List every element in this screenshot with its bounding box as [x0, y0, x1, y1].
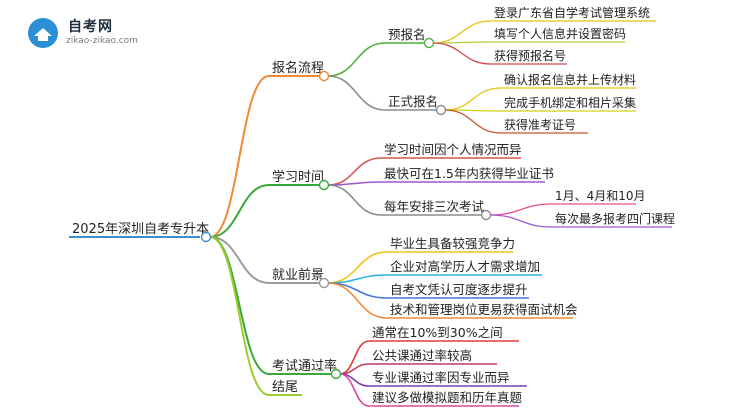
connector-line: [209, 184, 270, 238]
branch-2: 学习时间: [272, 169, 324, 185]
branch-4-node-3: 专业课通过率因专业而异: [372, 370, 510, 385]
branch-2-node-2: 最快可在1.5年内获得毕业证书: [384, 166, 554, 181]
branch-5: 结尾: [272, 380, 298, 395]
connector-line: [327, 42, 386, 77]
connector-line: [432, 42, 492, 65]
node-connector-dot: [318, 70, 330, 82]
connector-line: [339, 373, 370, 407]
leaf-0-1-2: 完成手机绑定和相片采集: [504, 95, 636, 110]
connector-line: [327, 157, 382, 186]
connector-line: [209, 236, 270, 396]
branch-3-node-1: 毕业生具备较强竞争力: [390, 236, 515, 251]
branch-2-node-1: 学习时间因个人情况而异: [384, 142, 522, 157]
branch-4-node-4: 建议多做模拟题和历年真题: [372, 390, 523, 405]
node-connector-dot: [480, 209, 492, 221]
connector-line: [209, 75, 270, 238]
connector-line: [209, 236, 270, 284]
branch-1-node-1: 预报名: [388, 27, 426, 42]
connector-line: [209, 236, 270, 375]
node-connector-dot: [318, 179, 330, 191]
connector-line: [444, 109, 502, 134]
leaf-0-0-3: 获得预报名号: [494, 48, 566, 63]
branch-3: 就业前景: [272, 267, 324, 283]
branch-3-node-3: 自考文凭认可度逐步提升: [390, 282, 528, 297]
leaf-0-1-3: 获得准考证号: [504, 117, 576, 132]
connector-line: [432, 20, 492, 44]
branch-1: 报名流程: [272, 60, 324, 76]
root-node: 2025年深圳自考专升本: [72, 222, 209, 237]
site-logo[interactable]: 自考网 zikao-zikao.com: [28, 14, 148, 50]
logo-subtitle: zikao-zikao.com: [66, 36, 138, 46]
node-connector-dot: [423, 37, 435, 49]
leaf-0-0-1: 登录广东省自学考试管理系统: [494, 5, 650, 20]
branch-4-node-2: 公共课通过率较高: [372, 348, 472, 363]
branch-2-node-3: 每年安排三次考试: [384, 199, 485, 214]
connector-line: [489, 203, 553, 216]
branch-3-node-4: 技术和管理岗位更易获得面试机会: [390, 302, 578, 317]
branch-1-node-2: 正式报名: [388, 94, 438, 109]
node-connector-dot: [435, 104, 447, 116]
leaf-1-2-2: 每次最多报考四门课程: [555, 211, 675, 226]
node-connector-dot: [330, 368, 342, 380]
leaf-0-0-2: 填写个人信息并设置密码: [494, 26, 626, 41]
connector-line: [327, 282, 388, 319]
leaf-0-1-1: 确认报名信息并上传材料: [504, 72, 636, 87]
connector-line: [489, 214, 553, 228]
node-connector-dot: [200, 231, 212, 243]
graduation-cap-icon: [28, 18, 58, 48]
branch-4-node-1: 通常在10%到30%之间: [372, 325, 503, 340]
branch-3-node-2: 企业对高学历人才需求增加: [390, 259, 540, 274]
connector-line: [327, 75, 386, 111]
leaf-1-2-1: 1月、4月和10月: [555, 189, 646, 203]
connector-line: [327, 282, 388, 299]
node-connector-dot: [318, 277, 330, 289]
logo-title: 自考网: [68, 19, 113, 35]
connector-line: [444, 87, 502, 111]
connector-line: [327, 184, 382, 216]
branch-4: 考试通过率: [272, 358, 337, 374]
